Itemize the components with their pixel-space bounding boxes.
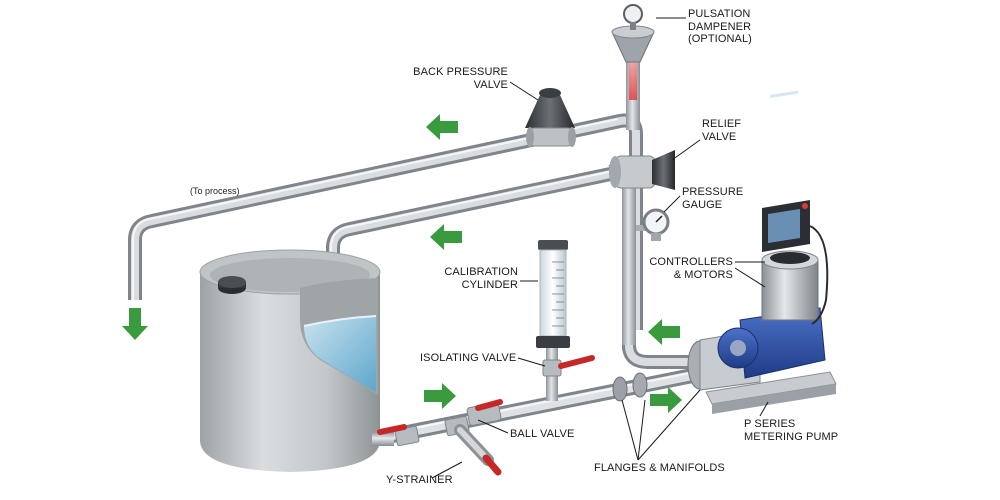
return-pipe-to-tank bbox=[326, 165, 622, 275]
flow-arrow-icon bbox=[122, 308, 148, 340]
leader-lines bbox=[431, 17, 769, 479]
label-metering-pump: P SERIES METERING PUMP bbox=[744, 418, 839, 443]
valve-handle-icon bbox=[377, 424, 407, 435]
label-calibration-cylinder: CALIBRATION CYLINDER bbox=[444, 266, 518, 291]
valve-handle-icon bbox=[482, 454, 502, 476]
flow-arrow-icon bbox=[430, 224, 462, 250]
dampener-gauge-icon bbox=[623, 4, 643, 24]
label-y-strainer: Y-STRAINER bbox=[386, 474, 453, 486]
relief-valve-body bbox=[609, 150, 675, 190]
label-pulsation-dampener: PULSATION DAMPENER (OPTIONAL) bbox=[688, 8, 752, 45]
flow-arrow-icon bbox=[648, 319, 680, 345]
pressure-gauge-icon bbox=[642, 208, 670, 241]
calibration-cylinder-body bbox=[536, 240, 570, 348]
valve-handle-icon bbox=[475, 399, 503, 411]
back-pressure-valve-body bbox=[525, 88, 576, 147]
label-pressure-gauge: PRESSURE GAUGE bbox=[682, 186, 744, 211]
label-relief-valve: RELIEF VALVE bbox=[702, 118, 742, 143]
label-to-process: (To process) bbox=[190, 186, 240, 196]
isolating-valve-body bbox=[542, 355, 595, 377]
valve-handle-icon bbox=[558, 355, 595, 369]
suction-flange bbox=[612, 372, 648, 402]
controller-panel bbox=[762, 90, 829, 325]
flow-arrow-icon bbox=[650, 387, 682, 413]
label-isolating-valve: ISOLATING VALVE bbox=[420, 352, 517, 364]
tank-outlet-valve bbox=[377, 424, 420, 447]
flow-arrow-icon bbox=[424, 383, 456, 409]
label-back-pressure-valve: BACK PRESSURE VALVE bbox=[413, 66, 508, 91]
gauge-stub bbox=[636, 225, 650, 231]
label-flanges-manifolds: FLANGES & MANIFOLDS bbox=[594, 462, 725, 474]
flow-arrow-icon bbox=[426, 114, 458, 140]
label-ball-valve: BALL VALVE bbox=[510, 428, 575, 440]
y-strainer-body bbox=[444, 415, 502, 476]
metering-pump-unit bbox=[687, 250, 837, 414]
storage-tank bbox=[199, 249, 394, 472]
pulsation-dampener-body bbox=[611, 4, 655, 63]
discharge-riser bbox=[622, 180, 700, 369]
ball-valve-body bbox=[466, 399, 503, 426]
label-controllers-motors: CONTROLLERS & MOTORS bbox=[649, 256, 733, 281]
